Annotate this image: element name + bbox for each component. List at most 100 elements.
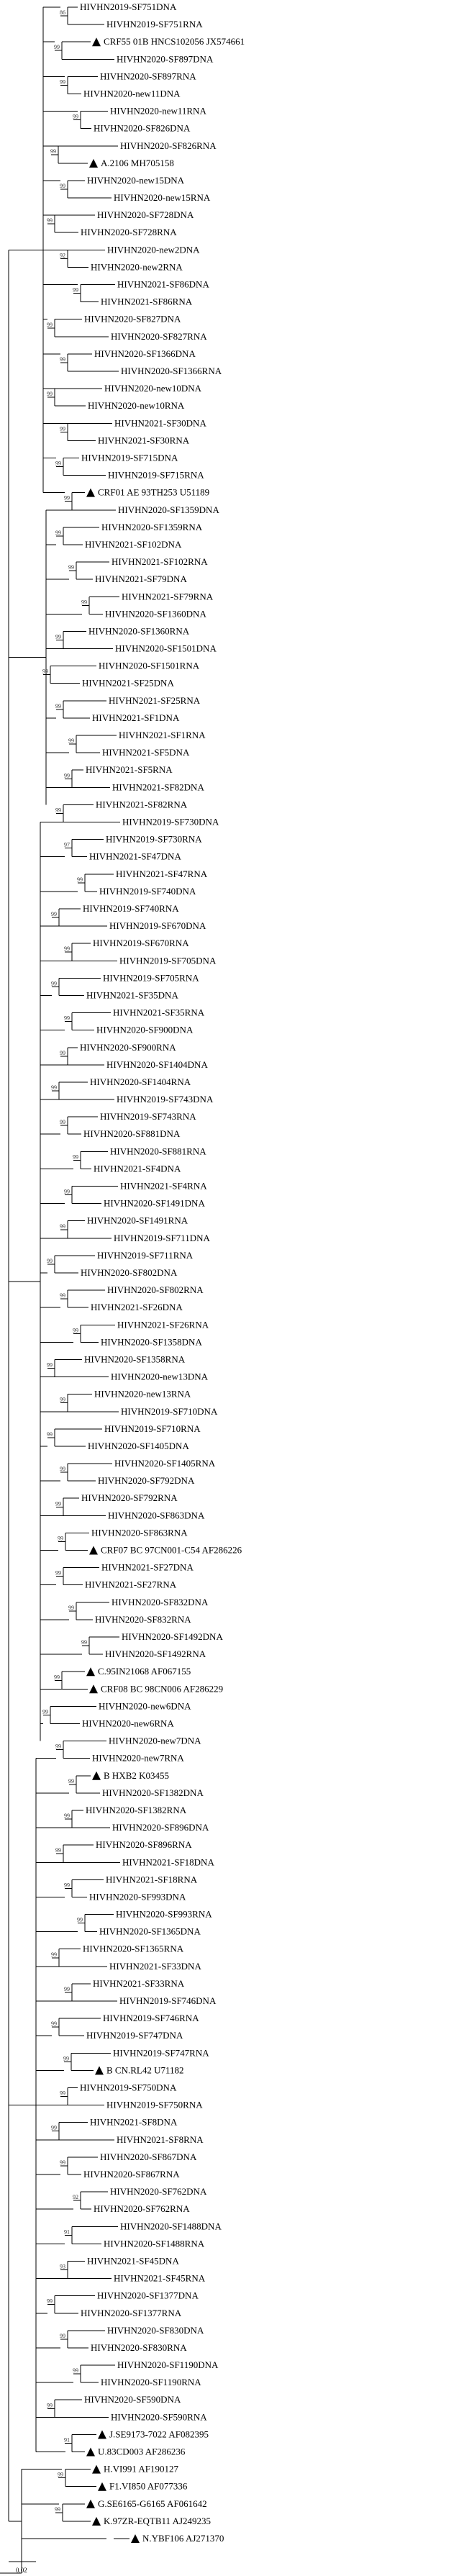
bootstrap-value: 99 [55,461,61,467]
tip-label: HIVHN2020-SF897RNA [100,71,196,81]
scale-bar: 0.02 [9,2561,36,2574]
tip-label: HIVHN2020-SF1488DNA [120,2221,222,2231]
tip-label: HIVHN2020-SF728RNA [81,227,177,237]
tip-label: HIVHN2019-SF740DNA [99,886,196,897]
bootstrap-value: 99 [77,1917,83,1923]
tip-label: HIVHN2020-SF1358RNA [84,1353,186,1364]
tip-label: HIVHN2019-SF715DNA [81,452,178,463]
bootstrap-value: 99 [55,807,61,813]
tip-label: HIVHN2021-SF86DNA [117,279,209,290]
tip-label: HIVHN2019-SF715RNA [108,470,204,481]
tip-label: HIVHN2021-SF18RNA [106,1874,198,1885]
tip-label: HIVHN2019-SF743RNA [100,1111,196,1122]
tip-label: CRF07 BC 97CN001-C54 AF286226 [101,1545,242,1556]
reference-triangle-icon [92,2516,101,2526]
tip-label: HIVHN2021-SF35RNA [113,1007,205,1018]
tip-label: U.83CD003 AF286236 [98,2446,186,2457]
bootstrap-value: 99 [73,1327,78,1333]
tip-label: HIVHN2021-SF30RNA [98,435,190,445]
reference-triangle-icon [95,2066,104,2075]
bootstrap-value: 99 [42,668,48,675]
reference-triangle-icon [86,488,95,497]
bootstrap-value: 97 [64,842,70,848]
tip-label: HIVHN2020-SF863RNA [91,1527,188,1538]
tip-label: HIVHN2019-SF746DNA [119,1995,217,2006]
tip-label: HIVHN2021-SF5DNA [102,747,190,758]
tip-label: HIVHN2021-SF27RNA [85,1579,177,1590]
tip-label: HIVHN2019-SF747DNA [86,2030,183,2041]
bootstrap-value: 99 [55,1743,61,1750]
bootstrap-value: 99 [50,148,56,155]
bootstrap-value: 99 [55,2506,60,2513]
bootstrap-value: 92 [60,252,65,258]
tip-label: HIVHN2020-new15DNA [87,175,185,186]
tip-label: HIVHN2020-SF1360DNA [105,608,206,619]
bootstrap-value: 99 [51,1951,57,1958]
bootstrap-value: 99 [64,1882,70,1888]
tip-label: HIVHN2019-SF711DNA [114,1233,210,1243]
bootstrap-value: 99 [51,980,57,987]
tip-label: HIVHN2020-new11DNA [83,88,181,99]
bootstrap-value: 99 [55,1500,61,1507]
bootstrap-value: 99 [47,1258,53,1264]
bootstrap-value: 99 [64,772,70,779]
tip-label: HIVHN2020-SF896RNA [96,1839,192,1850]
bootstrap-value: 99 [73,287,78,294]
reference-triangle-icon [92,2464,101,2474]
bootstrap-value: 99 [64,945,70,952]
reference-triangle-icon [98,2430,106,2439]
bootstrap-value: 99 [55,1570,61,1577]
bootstrap-value: 99 [51,911,57,917]
tip-label: HIVHN2021-SF26RNA [117,1319,209,1330]
tree-tip-labels: HIVHN2019-SF751DNAHIVHN2019-SF751RNACRF5… [80,1,245,2544]
tip-label: HIVHN2019-SF740RNA [83,903,179,914]
tip-label: HIVHN2020-SF827RNA [111,331,207,342]
tip-label: HIVHN2020-SF993DNA [89,1891,186,1902]
bootstrap-value: 99 [51,1084,57,1091]
bootstrap-value: 99 [60,356,65,363]
bootstrap-value: 99 [55,1847,61,1854]
tip-label: HIVHN2021-SF26DNA [91,1302,183,1312]
tip-label: HIVHN2021-SF30DNA [114,417,206,428]
tip-label: HIVHN2020-new13DNA [111,1371,209,1382]
tip-label: HIVHN2019-SF670DNA [109,920,206,931]
tip-label: HIVHN2020-SF590RNA [111,2411,207,2422]
tip-label: HIVHN2020-new15RNA [114,192,211,203]
tip-label: HIVHN2019-SF747RNA [113,2047,209,2058]
tip-label: HIVHN2020-SF1501DNA [115,643,217,654]
tip-label: HIVHN2020-SF830DNA [107,2325,204,2336]
tip-label: HIVHN2020-SF1405DNA [88,1441,189,1451]
tip-label: HIVHN2019-SF750DNA [80,2082,177,2093]
tip-label: HIVHN2021-SF102DNA [85,539,182,550]
tip-label: HIVHN2020-SF867RNA [83,2169,180,2180]
tip-label: F1.VI850 AF077336 [109,2481,188,2492]
tip-label: HIVHN2021-SF79DNA [95,573,187,584]
bootstrap-value: 99 [54,44,60,50]
bootstrap-value: 99 [60,183,65,189]
tip-label: N.YBF106 AJ271370 [142,2533,224,2544]
tip-label: H.VI991 AF190127 [104,2464,179,2475]
bootstrap-value: 99 [73,1153,78,1160]
tip-label: HIVHN2021-SF47RNA [116,869,208,879]
tip-label: HIVHN2019-SF705DNA [119,955,217,966]
bootstrap-value: 99 [47,391,53,397]
tip-label: HIVHN2020-SF900RNA [80,1042,176,1053]
tip-label: C.95IN21068 AF067155 [98,1666,191,1677]
tip-label: HIVHN2021-SF102RNA [112,556,208,567]
bootstrap-value: 99 [60,1466,65,1472]
tip-label: HIVHN2020-SF762RNA [94,2203,190,2214]
tip-label: HIVHN2020-SF832DNA [112,1597,209,1607]
tip-label: HIVHN2020-SF863DNA [108,1510,205,1520]
tip-label: HIVHN2021-SF25RNA [109,695,201,706]
bootstrap-value: 99 [81,1639,87,1646]
tip-label: CRF55 01B HNCS102056 JX574661 [104,36,245,47]
reference-triangle-icon [86,2447,95,2457]
tip-label: HIVHN2020-SF1358DNA [101,1336,202,1347]
reference-triangle-icon [131,2534,140,2543]
tip-label: B CN.RL42 U71182 [106,2064,184,2075]
tip-label: HIVHN2021-SF35DNA [86,989,178,1000]
tip-label: HIVHN2020-SF993RNA [116,1909,212,1920]
tip-label: HIVHN2020-new6DNA [99,1700,191,1711]
bootstrap-value: 99 [55,530,61,536]
tip-label: HIVHN2021-SF4DNA [94,1163,181,1174]
